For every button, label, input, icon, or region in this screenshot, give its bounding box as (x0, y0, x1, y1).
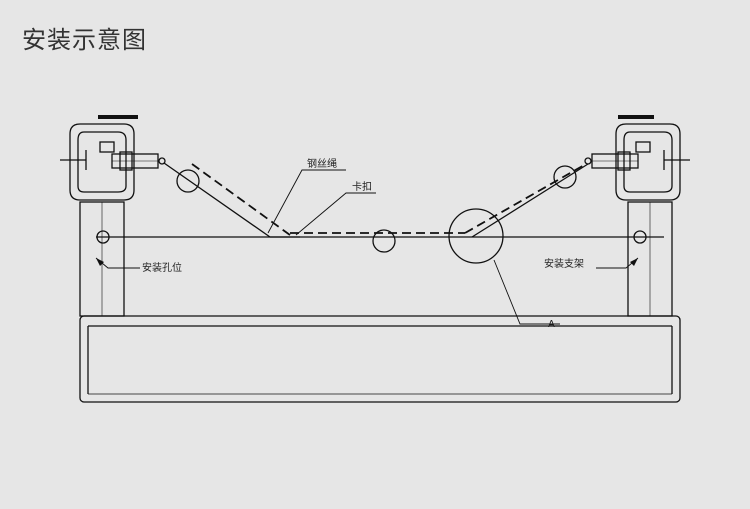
detail-a-label: A (548, 319, 555, 330)
mounting-hole-label: 安装孔位 (142, 261, 182, 274)
wire-rope-leader (267, 169, 346, 234)
left-switch-head (60, 115, 166, 201)
right-pulley (553, 165, 577, 189)
center-pulley (372, 229, 396, 253)
detail-a-leader (493, 259, 560, 325)
diagram-title: 安装示意图 (22, 26, 147, 54)
clamp-leader (295, 192, 376, 236)
wire-rope (163, 162, 589, 238)
clamp-label: 卡扣 (352, 180, 372, 193)
base-frame (79, 315, 681, 403)
right-switch-head (584, 115, 690, 201)
left-pulley (176, 169, 200, 193)
left-support-post (79, 201, 125, 317)
wire-rope-label: 钢丝绳 (307, 157, 337, 170)
detail-a-circle (448, 208, 504, 264)
mounting-bracket-label: 安装支架 (544, 257, 584, 270)
right-support-post (627, 201, 673, 317)
